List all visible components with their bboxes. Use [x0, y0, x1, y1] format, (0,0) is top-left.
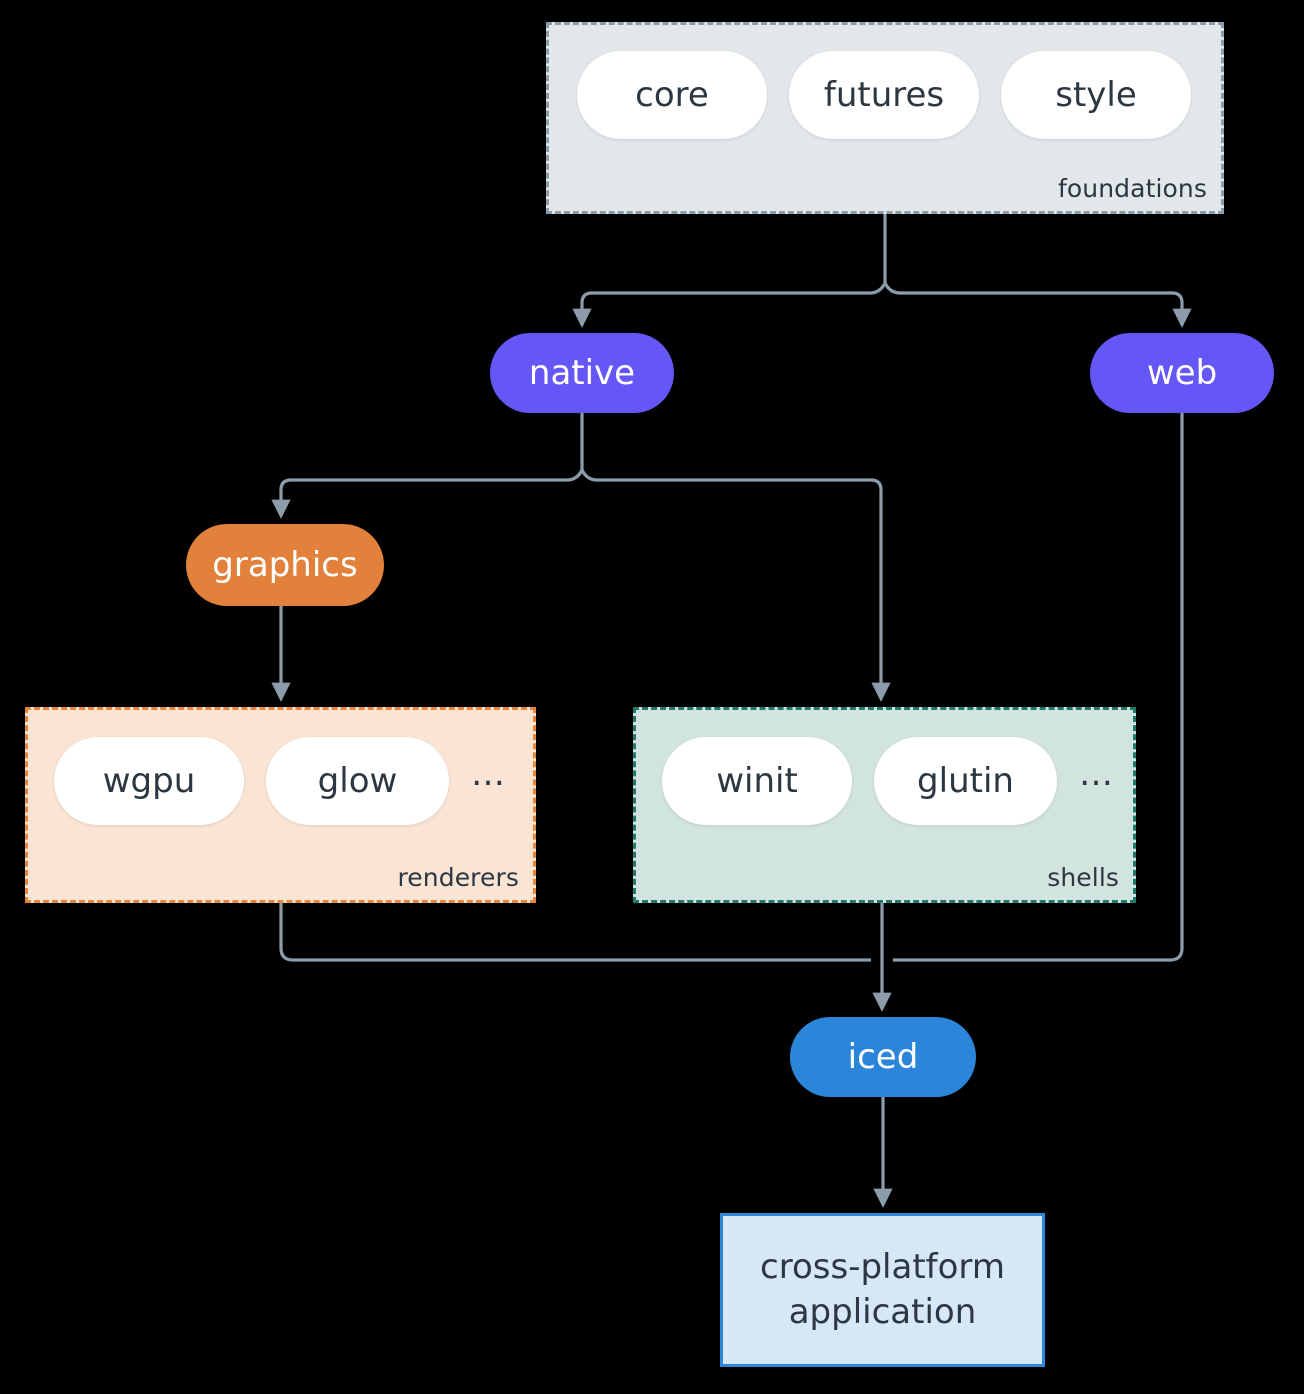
cluster-renderers-label: renderers [397, 863, 519, 892]
node-wgpu[interactable]: wgpu [54, 737, 244, 825]
node-cross-platform-application[interactable]: cross-platform application [720, 1213, 1045, 1367]
cluster-foundations: core futures style foundations [546, 22, 1224, 214]
node-glow[interactable]: glow [266, 737, 449, 825]
renderers-more-ellipsis: … [471, 754, 505, 794]
application-label-line1: cross-platform [760, 1247, 1005, 1288]
node-graphics[interactable]: graphics [186, 524, 384, 606]
node-glutin[interactable]: glutin [874, 737, 1057, 825]
cluster-renderers: wgpu glow … renderers [25, 707, 536, 903]
node-web[interactable]: web [1090, 333, 1274, 413]
application-label-line2: application [788, 1292, 977, 1332]
cluster-shells: winit glutin … shells [633, 707, 1136, 903]
edge-native-to-shells [580, 469, 891, 702]
edge-native-to-graphics [271, 469, 584, 519]
cluster-foundations-label: foundations [1058, 174, 1207, 203]
node-iced[interactable]: iced [790, 1017, 976, 1097]
cluster-foundations-items: core futures style [577, 51, 1191, 139]
edge-foundations-to-web [883, 282, 1192, 328]
cluster-renderers-items: wgpu glow … [54, 737, 505, 825]
cluster-shells-items: winit glutin … [662, 737, 1113, 825]
node-core[interactable]: core [577, 51, 767, 139]
node-futures[interactable]: futures [789, 51, 979, 139]
node-native[interactable]: native [490, 333, 674, 413]
node-winit[interactable]: winit [662, 737, 852, 825]
cluster-shells-label: shells [1047, 863, 1119, 892]
edge-renderers-to-iced [279, 903, 871, 962]
node-style[interactable]: style [1001, 51, 1191, 139]
edge-foundations-to-native [572, 282, 887, 328]
shells-more-ellipsis: … [1079, 754, 1113, 794]
